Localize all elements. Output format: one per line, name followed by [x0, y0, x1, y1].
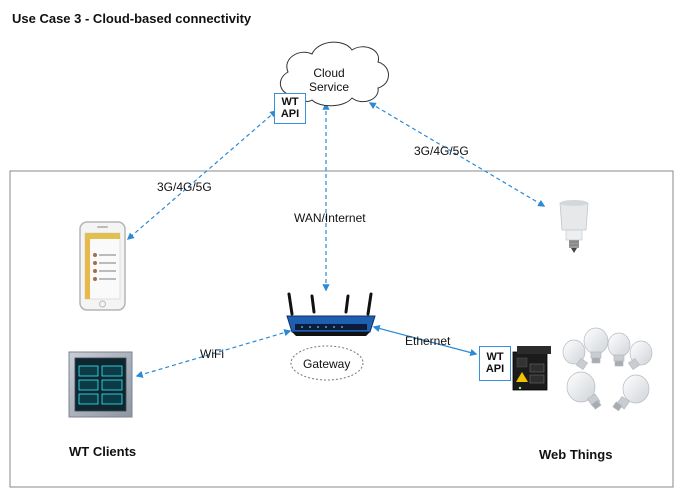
link-label-cellular-left: 3G/4G/5G — [157, 180, 212, 194]
smartphone-icon — [79, 221, 126, 311]
local-network-frame — [9, 170, 674, 488]
industrial-switch-icon — [512, 346, 551, 391]
gateway-ellipse — [290, 345, 364, 381]
link-label-wifi: WiFi — [200, 347, 224, 361]
router-icon — [286, 292, 376, 336]
gateway-label: Gateway — [303, 357, 351, 371]
wt-api-switch-line2: API — [485, 363, 505, 375]
link-cloud-phone — [126, 110, 278, 240]
wall-panel-icon — [68, 351, 133, 418]
link-router-panel — [135, 329, 292, 378]
link-label-ethernet: Ethernet — [405, 334, 451, 348]
link-router-switch — [372, 324, 478, 357]
cloud-service-label: Cloud Service — [308, 66, 349, 94]
link-cloud-bulb — [368, 102, 546, 207]
wt-api-cloud-line2: API — [280, 108, 300, 120]
wt-api-cloud-box: WT API — [274, 93, 306, 124]
smart-bulb-icon — [559, 200, 589, 253]
wt-api-cloud-line1: WT — [281, 96, 299, 108]
wt-api-switch-box: WT API — [479, 346, 511, 381]
link-label-wan: WAN/Internet — [294, 211, 366, 225]
diagram-title: Use Case 3 - Cloud-based connectivity — [12, 11, 252, 26]
link-label-cellular-right: 3G/4G/5G — [414, 144, 469, 158]
group-label-wt-clients: WT Clients — [69, 444, 137, 459]
cloud-icon — [279, 41, 389, 107]
group-label-web-things: Web Things — [539, 447, 613, 462]
wt-api-switch-line1: WT — [486, 351, 504, 363]
bulbs-group-icon — [562, 327, 653, 412]
